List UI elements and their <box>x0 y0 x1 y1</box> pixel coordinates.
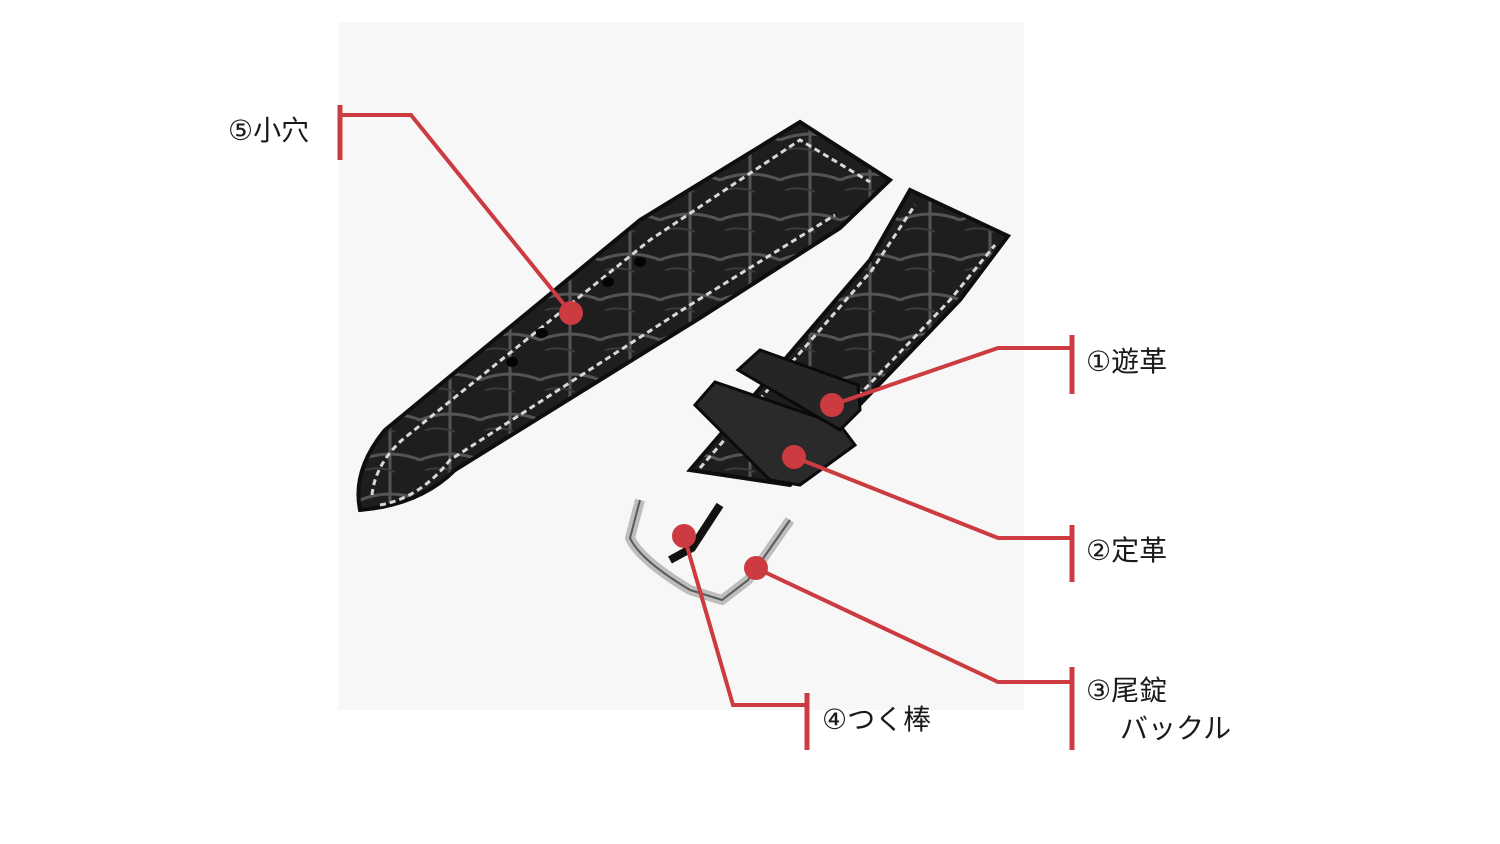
buckle-strap <box>625 187 1012 605</box>
callout-5 <box>337 105 583 325</box>
callout-3 <box>744 556 1075 750</box>
photo-background <box>338 22 1024 710</box>
label-floating-keeper: ①遊革 <box>1086 345 1168 378</box>
label-fixed-keeper: ②定革 <box>1086 534 1168 567</box>
label-tongue: ④つく棒 <box>822 703 932 736</box>
tongue-shape <box>668 502 724 564</box>
fixed-keeper-shape <box>692 380 858 487</box>
callout-4 <box>672 524 810 750</box>
label-buckle: ③尾錠 <box>1086 674 1168 707</box>
long-strap <box>356 119 894 513</box>
label-small-hole: ⑤小穴 <box>228 114 310 147</box>
label-buckle-katakana: バックル <box>1120 712 1232 745</box>
callout-1 <box>820 335 1075 417</box>
strap-holes <box>506 257 646 367</box>
callout-2 <box>782 445 1075 582</box>
